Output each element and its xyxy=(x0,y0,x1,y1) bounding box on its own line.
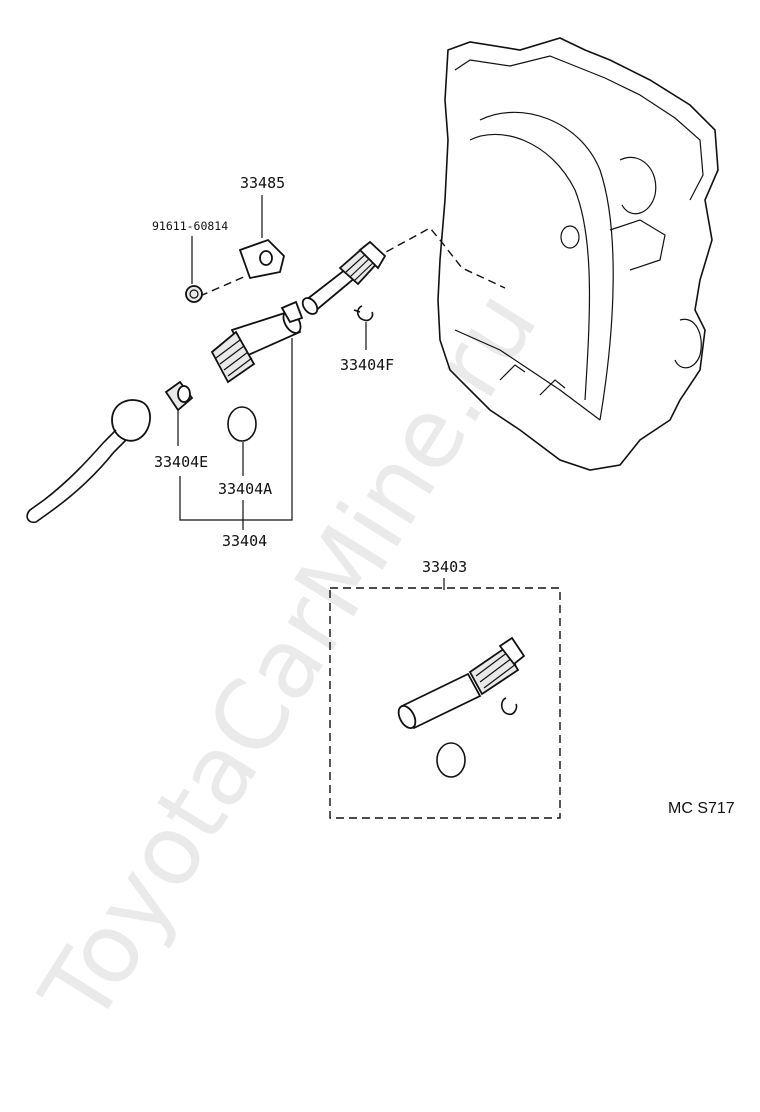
o-ring-illustration xyxy=(227,406,257,442)
diagram-code: MC S717 xyxy=(668,800,735,817)
retainer-clip-illustration xyxy=(353,305,374,322)
transmission-case-illustration xyxy=(437,37,719,471)
axis-guide-line xyxy=(374,227,506,289)
bolt-illustration xyxy=(185,285,203,303)
lock-plate-guide-line xyxy=(199,275,247,297)
watermark-text: ToyotaCarMine.ru xyxy=(19,272,559,1043)
label-33404: 33404 xyxy=(222,532,267,550)
watermark: ToyotaCarMine.ru xyxy=(19,272,559,1043)
leader-lines xyxy=(177,195,445,590)
driven-gear-illustration xyxy=(301,240,387,315)
label-33404F: 33404F xyxy=(340,356,394,374)
kit-33403-contents xyxy=(397,636,526,778)
label-33404E: 33404E xyxy=(154,453,208,471)
label-33404A: 33404A xyxy=(218,480,272,498)
label-33403: 33403 xyxy=(422,558,467,576)
kit-33403-box xyxy=(329,587,561,819)
speedometer-cable-illustration xyxy=(26,399,151,524)
lock-plate-illustration xyxy=(238,238,285,280)
oil-seal-illustration xyxy=(164,380,194,412)
label-33485: 33485 xyxy=(240,174,285,192)
label-91611-60814: 91611-60814 xyxy=(152,219,228,233)
sleeve-illustration xyxy=(210,300,304,384)
